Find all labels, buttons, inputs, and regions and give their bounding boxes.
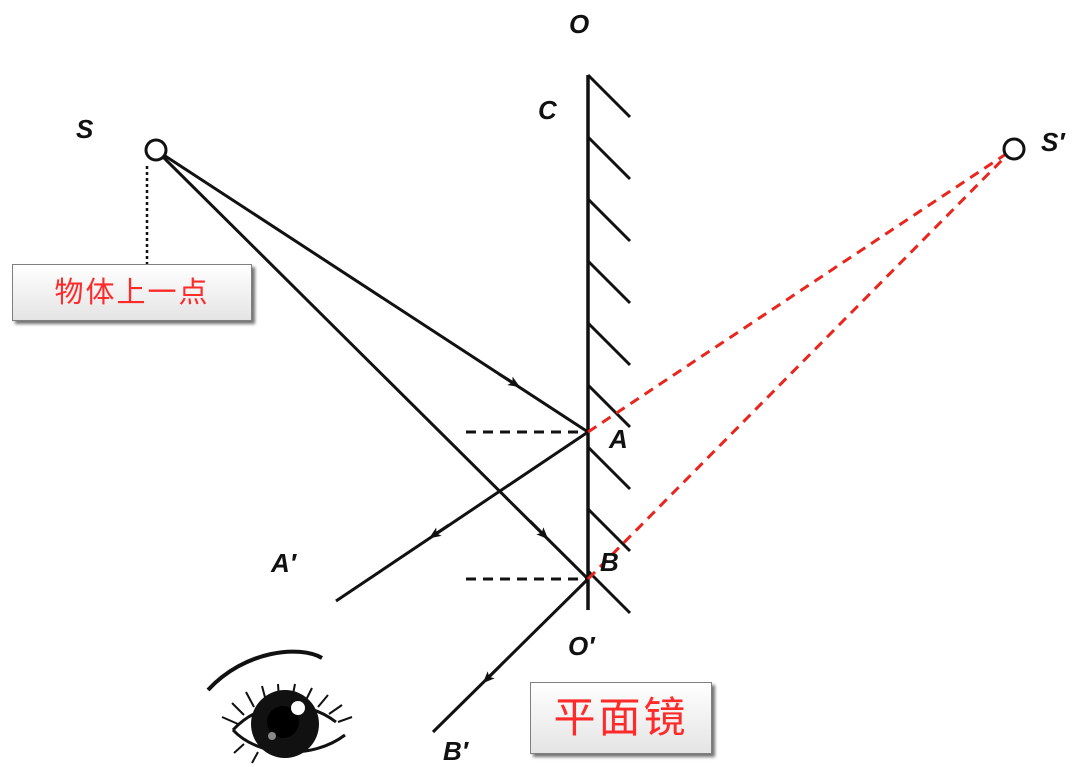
label-O-prime: O′ [568, 631, 596, 661]
label-A-prime: A′ [270, 548, 298, 578]
arrow-incident-SA [498, 372, 521, 388]
reflected-ray-BB [431, 577, 590, 734]
label-S: S [76, 114, 94, 144]
label-A: A [608, 424, 628, 454]
arrow-reflected-AA [429, 523, 450, 539]
label-B-prime: B′ [443, 736, 470, 766]
label-O: O [569, 9, 589, 39]
image-point [1002, 137, 1026, 161]
incident-ray-SB [154, 148, 590, 581]
label-B: B [600, 547, 619, 577]
arrow-incident-SB [528, 519, 549, 540]
label-C: C [538, 95, 558, 125]
virtual-ray-A [587, 148, 1013, 434]
source-point [144, 138, 168, 162]
arrow-reflected-BB [482, 664, 502, 684]
reflected-ray-AA [335, 430, 589, 603]
mirror-hatching [586, 73, 632, 615]
plane-mirror-box: 平面镜 [530, 682, 712, 754]
virtual-ray-B [586, 148, 1014, 581]
object-point-box: 物体上一点 [12, 264, 252, 321]
eye-icon [206, 649, 353, 764]
label-S-prime: S′ [1041, 127, 1066, 157]
